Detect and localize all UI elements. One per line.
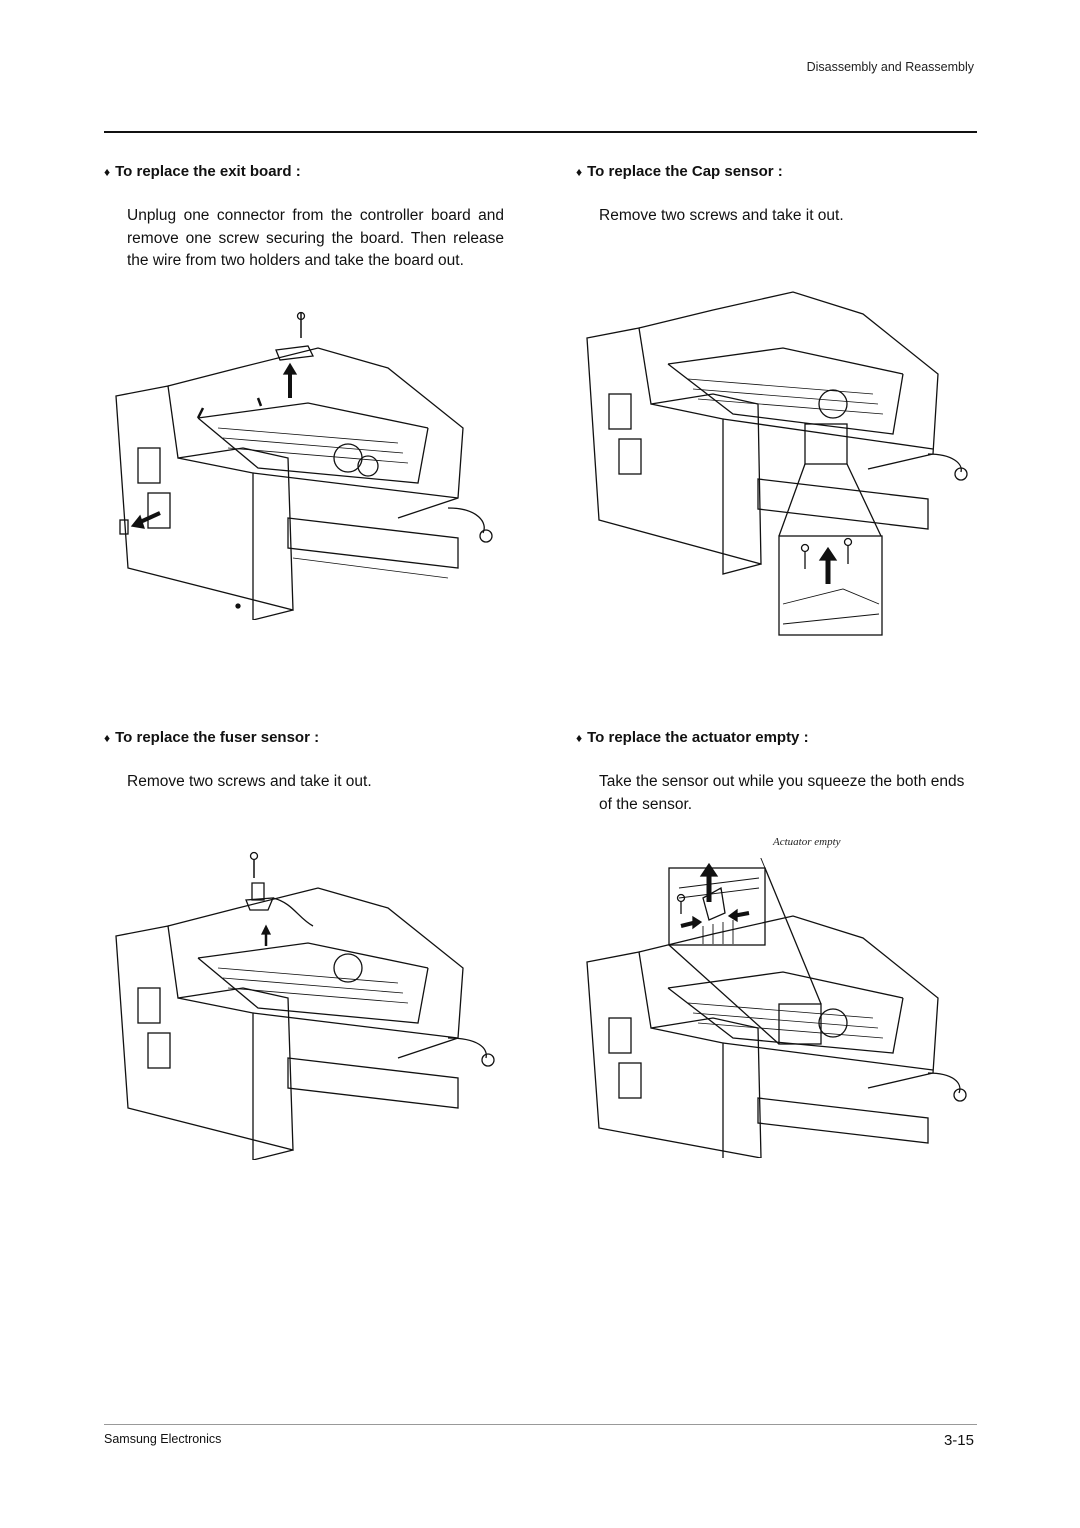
figure-fuser-sensor	[108, 848, 503, 1160]
section-heading: ♦To replace the fuser sensor :	[104, 729, 320, 746]
footer-rule	[104, 1424, 977, 1425]
running-header: Disassembly and Reassembly	[806, 60, 974, 74]
section-body: Unplug one connector from the controller…	[127, 207, 504, 269]
figure-exit-board	[108, 308, 503, 620]
header-rule	[104, 131, 977, 133]
diamond-bullet-icon: ♦	[104, 731, 111, 745]
section-body: Remove two screws and take it out.	[599, 207, 844, 224]
diamond-bullet-icon: ♦	[576, 731, 583, 745]
section-actuator-empty: ♦To replace the actuator empty : Take th…	[576, 729, 976, 816]
diamond-bullet-icon: ♦	[576, 165, 583, 179]
section-exit-board: ♦To replace the exit board : Unplug one …	[104, 163, 504, 273]
figure-caption: Actuator empty	[773, 836, 841, 848]
figure-actuator-empty: Actuator empty	[583, 836, 973, 1158]
section-heading: ♦To replace the exit board :	[104, 163, 301, 180]
section-body: Remove two screws and take it out.	[127, 773, 372, 790]
section-cap-sensor: ♦To replace the Cap sensor : Remove two …	[576, 163, 976, 228]
page-number: 3-15	[943, 1432, 974, 1449]
section-heading: ♦To replace the actuator empty :	[576, 729, 809, 746]
section-fuser-sensor: ♦To replace the fuser sensor : Remove tw…	[104, 729, 504, 794]
section-body: Take the sensor out while you squeeze th…	[599, 773, 965, 813]
footer-company: Samsung Electronics	[104, 1432, 222, 1446]
section-heading: ♦To replace the Cap sensor :	[576, 163, 783, 180]
figure-cap-sensor	[583, 284, 973, 638]
diamond-bullet-icon: ♦	[104, 165, 111, 179]
